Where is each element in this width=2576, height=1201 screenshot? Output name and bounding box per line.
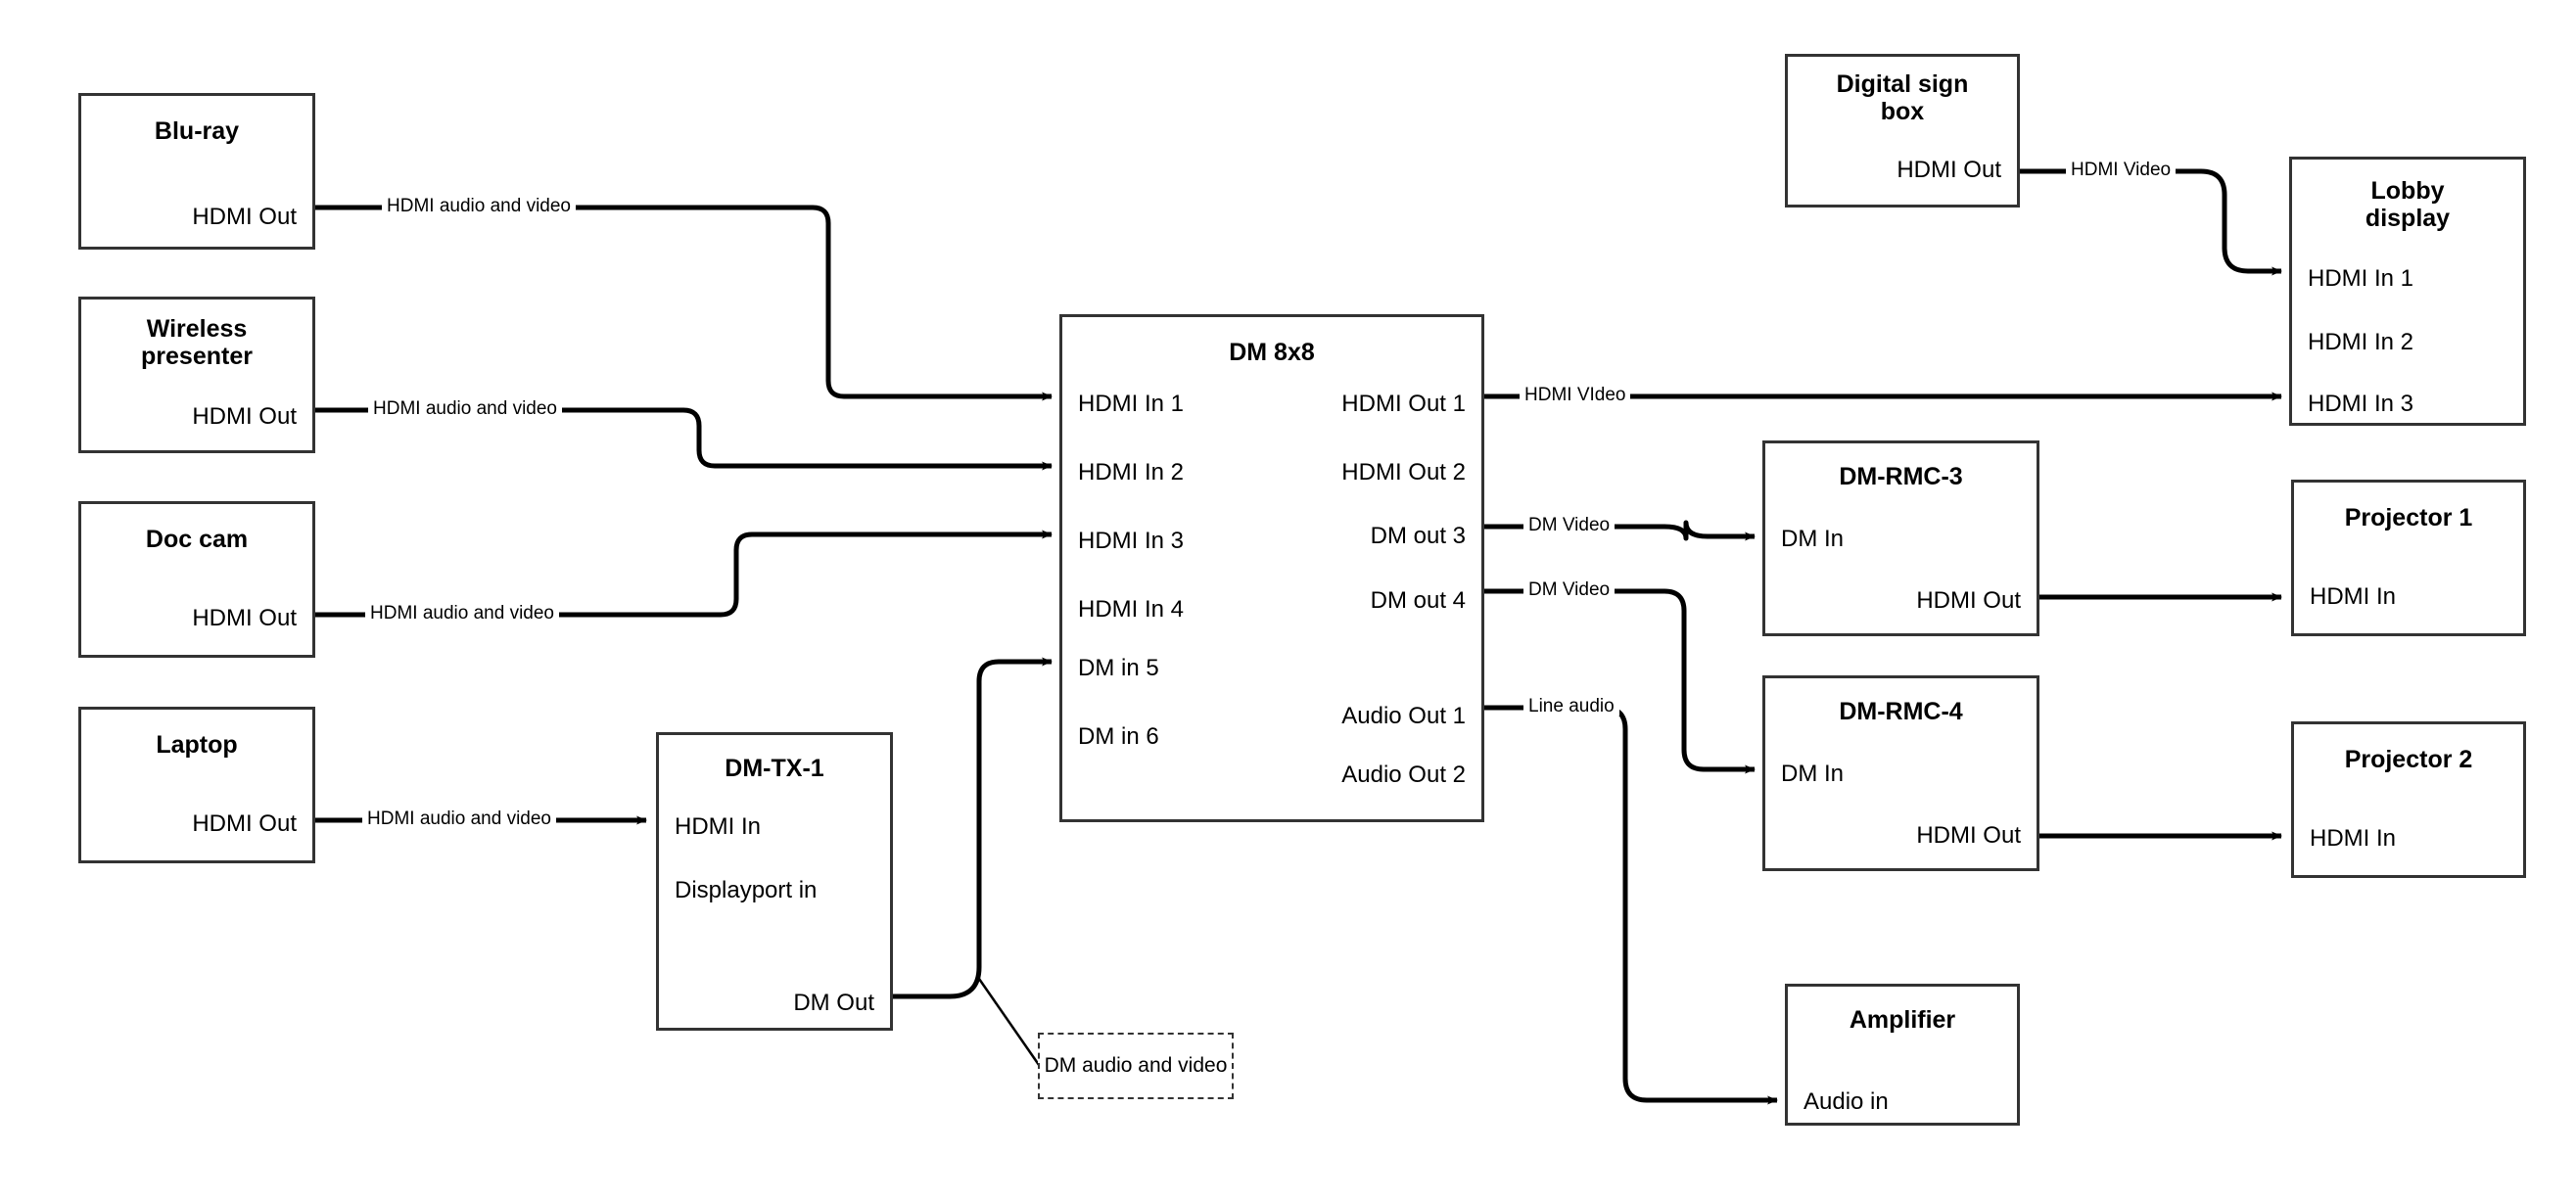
node-bluray-port-hdmi-out: HDMI Out [192,204,297,230]
node-dm-tx-1[interactable]: DM-TX-1 HDMI In Displayport in DM Out [656,732,893,1031]
node-dm-rmc-3[interactable]: DM-RMC-3 DM In HDMI Out [1762,440,2039,636]
node-dm-8x8[interactable]: DM 8x8 HDMI In 1 HDMI In 2 HDMI In 3 HDM… [1059,314,1484,822]
node-lobby-display-port-hdmi-in-3: HDMI In 3 [2308,391,2414,417]
node-bluray-title: Blu-ray [154,117,240,145]
edge-label-wireless-to-dm-in-2: HDMI audio and video [368,399,562,418]
node-dm-8x8-port-dm-in-5: DM in 5 [1078,655,1159,681]
node-digital-sign-box-title: Digital sign box [1836,70,1969,125]
node-dm-tx-1-port-dm-out: DM Out [793,990,874,1016]
node-dm-8x8-title: DM 8x8 [1229,339,1315,366]
node-dm-8x8-port-hdmi-in-3: HDMI In 3 [1078,528,1185,554]
node-dm-rmc-4-port-hdmi-out: HDMI Out [1916,822,2021,849]
node-projector-2-port-hdmi-in: HDMI In [2310,825,2397,852]
node-dm-8x8-port-hdmi-out-1: HDMI Out 1 [1341,391,1466,417]
edge-label-hdmi-out-1-to-lobby: HDMI VIdeo [1520,386,1631,404]
node-wireless-presenter-title: Wireless presenter [141,315,253,370]
node-doc-cam[interactable]: Doc cam HDMI Out [78,501,315,658]
edge-label-bluray-to-dm-in-1: HDMI audio and video [382,197,576,215]
node-projector-1[interactable]: Projector 1 HDMI In [2291,480,2526,636]
node-dm-rmc-4[interactable]: DM-RMC-4 DM In HDMI Out [1762,675,2039,871]
node-dm-8x8-port-dm-out-4: DM out 4 [1370,587,1466,614]
node-dm-rmc-4-title: DM-RMC-4 [1839,698,1963,725]
node-dm-8x8-port-dm-in-6: DM in 6 [1078,723,1159,750]
node-dm-tx-1-title: DM-TX-1 [725,755,824,782]
node-dm-rmc-3-port-hdmi-out: HDMI Out [1916,587,2021,614]
node-bluray[interactable]: Blu-ray HDMI Out [78,93,315,250]
node-wireless-presenter-port-hdmi-out: HDMI Out [192,403,297,430]
node-projector-2[interactable]: Projector 2 HDMI In [2291,721,2526,878]
node-digital-sign-box[interactable]: Digital sign box HDMI Out [1785,54,2020,208]
node-projector-1-title: Projector 1 [2344,504,2473,531]
edge-label-dm-out-3-to-rmc3: DM Video [1523,516,1616,534]
node-amplifier-port-audio-in: Audio in [1803,1088,1889,1115]
node-amplifier[interactable]: Amplifier Audio in [1785,984,2020,1126]
node-dm-8x8-port-hdmi-out-2: HDMI Out 2 [1341,459,1466,485]
node-lobby-display-port-hdmi-in-2: HDMI In 2 [2308,329,2414,355]
node-digital-sign-box-port-hdmi-out: HDMI Out [1897,157,2001,183]
node-dm-rmc-3-title: DM-RMC-3 [1839,463,1963,490]
node-dm-rmc-3-port-dm-in: DM In [1781,526,1845,552]
node-dm-8x8-port-audio-out-1: Audio Out 1 [1341,703,1466,729]
node-dm-8x8-port-hdmi-in-1: HDMI In 1 [1078,391,1185,417]
node-laptop[interactable]: Laptop HDMI Out [78,707,315,863]
annotation-dm-audio-and-video: DM audio and video [1038,1033,1234,1099]
node-lobby-display[interactable]: Lobby display HDMI In 1 HDMI In 2 HDMI I… [2289,157,2526,426]
node-dm-tx-1-port-hdmi-in: HDMI In [675,813,762,840]
node-amplifier-title: Amplifier [1849,1006,1956,1034]
node-doc-cam-title: Doc cam [145,526,249,553]
node-dm-tx-1-port-displayport-in: Displayport in [675,877,818,903]
node-projector-2-title: Projector 2 [2344,746,2473,773]
node-lobby-display-title: Lobby display [2365,177,2451,232]
node-wireless-presenter[interactable]: Wireless presenter HDMI Out [78,297,315,453]
edge-label-laptop-to-dmtx1: HDMI audio and video [362,809,556,828]
node-lobby-display-port-hdmi-in-1: HDMI In 1 [2308,265,2414,292]
node-projector-1-port-hdmi-in: HDMI In [2310,583,2397,610]
node-dm-8x8-port-hdmi-in-2: HDMI In 2 [1078,459,1185,485]
node-laptop-port-hdmi-out: HDMI Out [192,810,297,837]
node-dm-rmc-4-port-dm-in: DM In [1781,761,1845,787]
node-laptop-title: Laptop [156,731,238,759]
edge-label-dm-out-4-to-rmc4: DM Video [1523,580,1616,599]
node-dm-8x8-port-dm-out-3: DM out 3 [1370,523,1466,549]
edge-label-doccam-to-dm-in-3: HDMI audio and video [365,604,559,623]
node-doc-cam-port-hdmi-out: HDMI Out [192,605,297,631]
edge-label-sign-to-lobby: HDMI Video [2066,161,2177,179]
node-dm-8x8-port-audio-out-2: Audio Out 2 [1341,762,1466,788]
edge-label-audio-out-1-to-amplifier: Line audio [1523,697,1619,716]
note-leader-line [977,978,1048,1076]
node-dm-8x8-port-hdmi-in-4: HDMI In 4 [1078,596,1185,623]
